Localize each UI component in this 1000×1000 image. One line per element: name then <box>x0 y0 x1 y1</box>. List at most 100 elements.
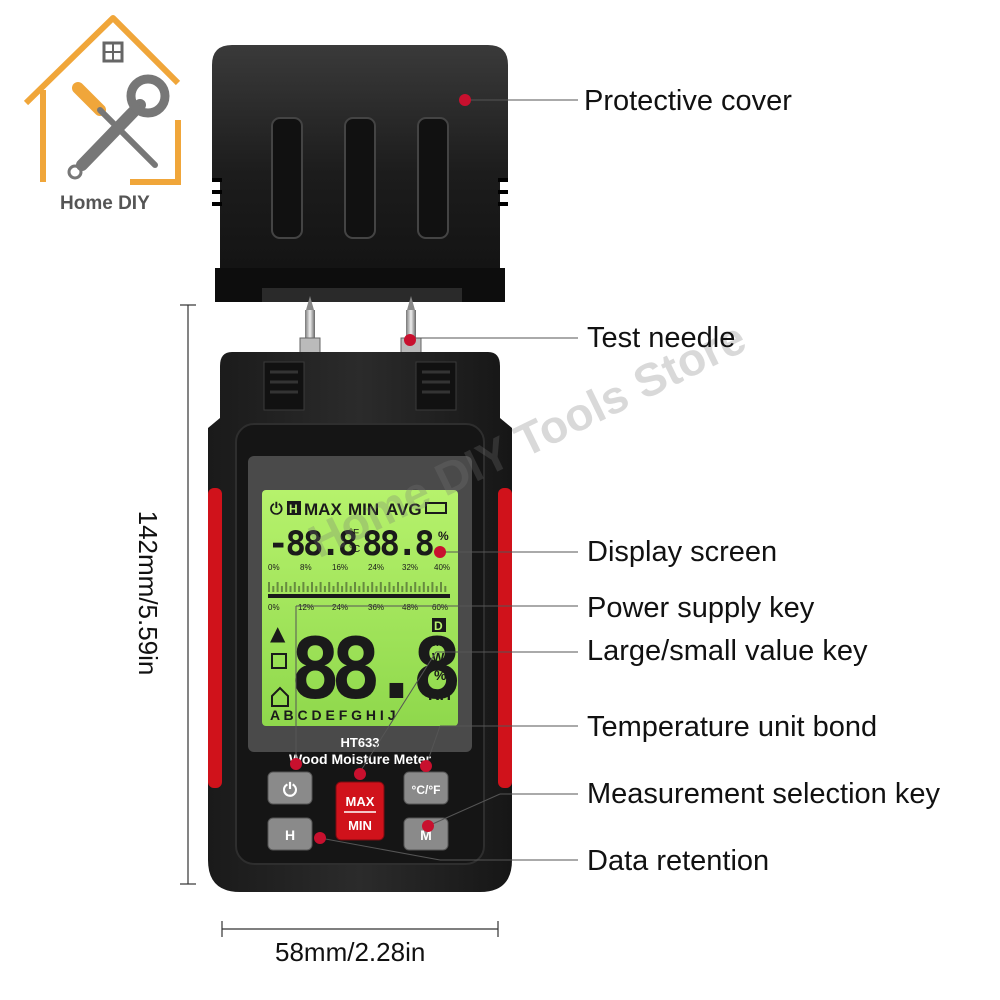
lcd-bar-tick <box>392 586 395 592</box>
lcd-bar-tick <box>323 586 326 592</box>
lcd-bar-baseline <box>268 594 450 598</box>
lcd-bar-tick <box>293 582 296 592</box>
lcd-bar-tick <box>276 582 279 592</box>
lcd-bar-tick <box>354 582 356 592</box>
lcd-bar-tick <box>298 586 301 592</box>
lcd-bar-tick <box>397 582 399 592</box>
svg-text:32%: 32% <box>402 563 418 572</box>
lcd-bar-tick <box>302 582 305 592</box>
lcd-bar-tick <box>289 586 292 592</box>
width-dimension-label: 58mm/2.28in <box>275 937 426 967</box>
lcd-bar-tick <box>379 582 382 592</box>
svg-text:24%: 24% <box>332 603 348 612</box>
lcd-bar-tick <box>362 582 365 592</box>
svg-text:H: H <box>289 502 298 516</box>
lcd-unit-percent: % <box>434 667 447 683</box>
lcd-bar-tick <box>388 582 391 592</box>
svg-text:16%: 16% <box>332 563 348 572</box>
lcd-bar-tick <box>431 582 434 592</box>
lcd-top-reading: -88.8 <box>268 524 357 564</box>
lcd-bar-tick <box>280 586 283 592</box>
lcd-bar-tick <box>444 586 447 592</box>
lcd-big-reading: 88.8 <box>290 620 458 718</box>
hold-button[interactable]: H <box>267 817 313 851</box>
protective-cover <box>212 45 508 302</box>
lcd-bar-tick <box>405 582 408 592</box>
temp-unit-label: °C/°F <box>412 783 441 797</box>
lcd-bar-tick <box>328 582 331 592</box>
lcd-wood-groups: A B C D E F G H I J <box>270 707 396 723</box>
svg-text:°F: °F <box>349 528 359 539</box>
lcd-indicator-min: MIN <box>348 500 379 519</box>
label-temperature-unit-bond: Temperature unit bond <box>587 711 878 743</box>
device-name: Wood Moisture Meter <box>289 751 432 767</box>
lcd-indicator-max: MAX <box>304 500 342 519</box>
svg-text:%: % <box>438 529 449 543</box>
house-icon <box>271 686 289 707</box>
house-wrench-screwdriver-icon <box>23 15 181 185</box>
power-button[interactable]: ⏻ <box>267 771 313 805</box>
cube-icon <box>271 653 287 669</box>
lcd-bar-tick <box>371 582 374 592</box>
width-dimension-line <box>221 921 499 937</box>
lcd-bar-tick <box>414 582 417 592</box>
label-test-needle: Test needle <box>587 322 736 354</box>
lcd-power-icon: ⏻ <box>270 501 283 518</box>
svg-text:0%: 0% <box>268 603 280 612</box>
battery-icon <box>425 502 447 514</box>
svg-text:°C: °C <box>349 544 360 555</box>
height-dimension-line <box>180 304 196 885</box>
test-needle-left <box>299 296 321 357</box>
svg-text:8%: 8% <box>300 563 312 572</box>
callout-dots <box>290 94 471 844</box>
lcd-bar-tick <box>366 586 369 592</box>
display-screen: ⏻ H MAX MIN AVG -88.8 °F °C 88.8 % 0% 8%… <box>262 490 468 726</box>
lcd-bar-tick <box>349 586 352 592</box>
lcd-bar-tick <box>418 586 421 592</box>
mode-label: M <box>420 827 432 843</box>
label-display-screen: Display screen <box>587 536 778 568</box>
svg-text:36%: 36% <box>368 603 384 612</box>
lcd-bar-tick <box>440 582 442 592</box>
lcd-bar-graph <box>268 582 450 598</box>
test-needle-right <box>400 296 422 357</box>
svg-text:60%: 60% <box>432 603 448 612</box>
lcd-bar-tick <box>315 586 318 592</box>
lcd-bar-tick <box>427 586 430 592</box>
lcd-bar-tick <box>409 586 412 592</box>
label-protective-cover: Protective cover <box>584 85 792 117</box>
min-label: MIN <box>348 818 372 833</box>
lcd-bar-tick <box>319 582 322 592</box>
callout-lines <box>295 99 578 861</box>
svg-text:0%: 0% <box>268 563 280 572</box>
lcd-bar-tick <box>384 586 387 592</box>
lcd-scale-1: 0% 8% 16% 24% 32% 40% <box>268 563 450 572</box>
power-icon: ⏻ <box>283 780 298 801</box>
lcd-top-reading-2: 88.8 <box>362 524 433 564</box>
lcd-scale-2: 0% 12% 24% 36% 48% 60% <box>268 603 448 612</box>
lcd-bar-tick <box>358 586 361 592</box>
label-power-supply-key: Power supply key <box>587 592 815 624</box>
svg-text:12%: 12% <box>298 603 314 612</box>
lcd-bar-tick <box>422 582 425 592</box>
lcd-bar-tick <box>336 582 339 592</box>
lcd-bar-tick <box>332 586 335 592</box>
lcd-bar-tick <box>311 582 313 592</box>
lcd-bar-tick <box>375 586 378 592</box>
mode-button[interactable]: M <box>403 817 449 851</box>
lcd-mode-m: M <box>432 634 443 649</box>
lcd-bar-tick <box>345 582 348 592</box>
label-large-small-value-key: Large/small value key <box>587 635 868 667</box>
lcd-bar-tick <box>285 582 288 592</box>
lcd-bar-tick <box>401 586 404 592</box>
max-min-button[interactable]: MAX MIN <box>335 781 385 841</box>
hold-label: H <box>285 827 295 843</box>
lcd-mode-d: D <box>434 619 443 633</box>
temperature-unit-button[interactable]: °C/°F <box>403 771 449 805</box>
lcd-bar-tick <box>306 586 309 592</box>
svg-text:40%: 40% <box>434 563 450 572</box>
lcd-bar-tick <box>341 586 344 592</box>
svg-text:48%: 48% <box>402 603 418 612</box>
